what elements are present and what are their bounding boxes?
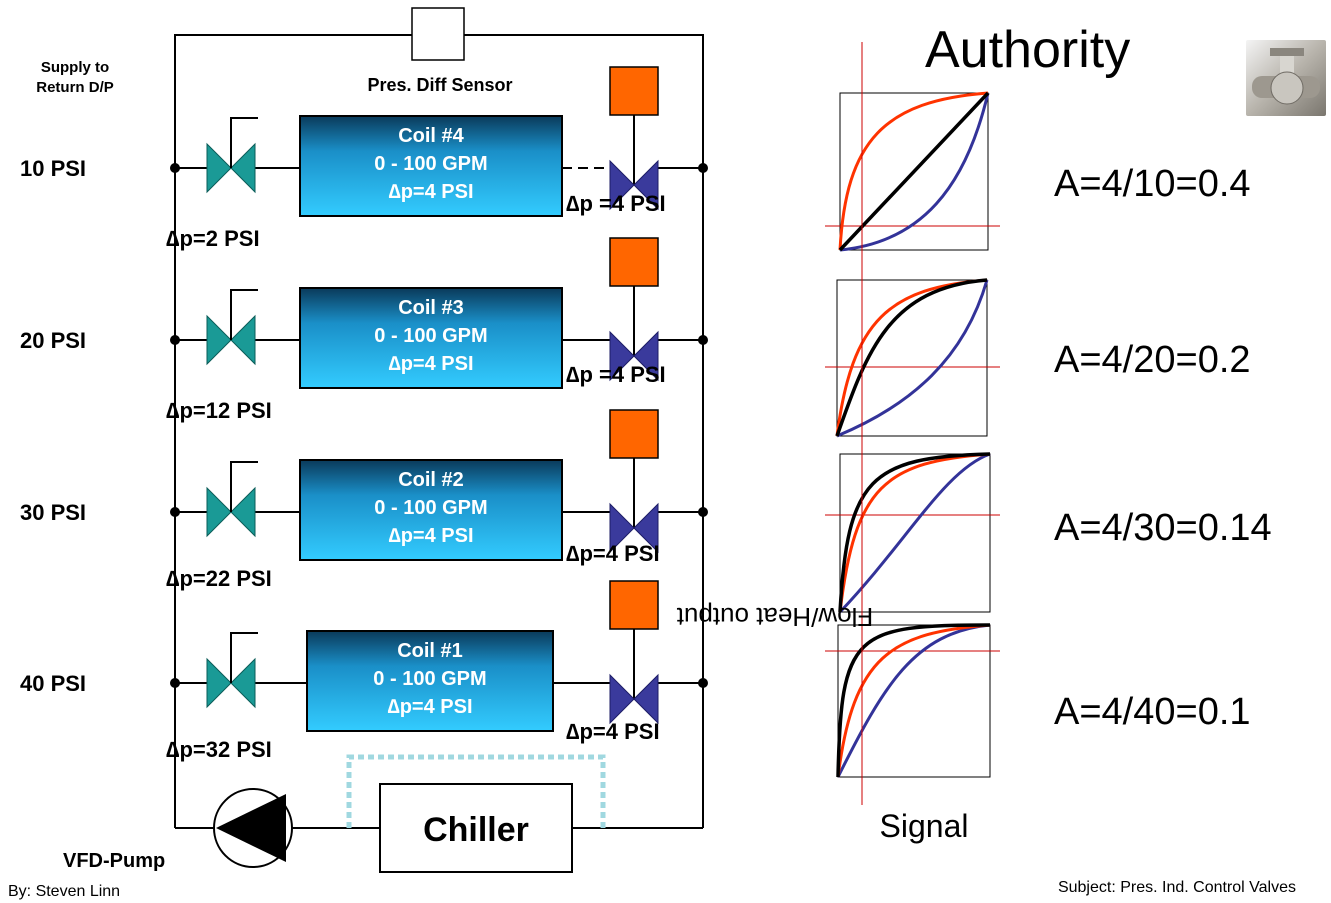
return-junction [698,163,708,173]
control-valve-icon[interactable] [609,237,659,382]
coil-flow: 0 - 100 GPM [373,668,486,690]
coil-dp: ∆p=4 PSI [388,181,473,203]
coil-name: Coil #3 [398,297,464,319]
valve-photo-icon [1246,40,1326,116]
authority-equation: A=4/30=0.14 [1054,507,1272,549]
balancing-valve-dp: ∆p=12 PSI [166,398,272,423]
control-valve-icon[interactable] [609,580,659,725]
supply-pressure-label: 10 PSI [20,156,86,181]
coil-dp: ∆p=4 PSI [388,525,473,547]
control-valve-icon[interactable] [609,66,659,211]
supply-junction [170,335,180,345]
chiller-unit[interactable]: Chiller [379,783,573,873]
control-valve-icon[interactable] [609,409,659,554]
supply-pressure-label: 40 PSI [20,671,86,696]
return-junction [698,678,708,688]
heat-output-curve [838,452,991,613]
two-way-valve-icon[interactable] [206,117,258,194]
authority-graph [825,278,1000,438]
pressure-sensor-label: Pres. Diff Sensor [367,75,512,95]
supply-junction [170,507,180,517]
supply-pressure-label: 20 PSI [20,328,86,353]
control-valve-dp: ∆p =4 PSI [566,362,666,387]
coil-block[interactable]: Coil #1 0 - 100 GPM ∆p=4 PSI [306,630,554,732]
authority-title: Authority [925,21,1130,79]
coil-name: Coil #1 [397,640,463,662]
balancing-valve-dp: ∆p=22 PSI [166,566,272,591]
branch-row: 40 PSI Coil #1 0 - 100 GPM ∆p=4 PSI ∆p=32 PS… [20,580,1251,762]
two-way-valve-icon[interactable] [206,461,258,538]
branch-row: 30 PSI Coil #2 0 - 100 GPM ∆p=4 PSI ∆p=22 PS… [20,409,1272,591]
actuator-icon[interactable] [609,66,659,116]
control-valve-dp: ∆p =4 PSI [566,191,666,216]
resultant-curve [835,278,988,437]
y-axis-label: Flow/Heat output [676,602,873,632]
coil-flow: 0 - 100 GPM [374,153,487,175]
actuator-icon[interactable] [609,237,659,287]
equal-percentage-curve [839,92,990,252]
equal-percentage-curve [838,452,991,614]
pump-label: VFD-Pump [63,850,165,872]
coil-flow: 0 - 100 GPM [374,497,487,519]
supply-return-label-line1: Supply to [41,59,109,76]
supply-return-label-line2: Return D/P [36,79,114,96]
heat-output-curve [836,623,991,778]
equal-percentage-curve [836,279,989,438]
coil-block[interactable]: Coil #2 0 - 100 GPM ∆p=4 PSI [299,459,563,561]
supply-junction [170,678,180,688]
authority-graph [825,91,1000,252]
two-way-valve-icon[interactable] [206,289,258,366]
authority-equation: A=4/40=0.1 [1054,691,1251,733]
authority-equation: A=4/10=0.4 [1054,163,1251,205]
supply-junction [170,163,180,173]
heat-output-curve [838,91,989,251]
coil-name: Coil #2 [398,469,464,491]
coil-dp: ∆p=4 PSI [388,353,473,375]
chiller-label: Chiller [423,811,529,849]
resultant-curve [836,623,991,778]
coil-block[interactable]: Coil #4 0 - 100 GPM ∆p=4 PSI [299,115,563,217]
coil-dp: ∆p=4 PSI [387,696,472,718]
return-junction [698,507,708,517]
balancing-valve-dp: ∆p=2 PSI [166,226,260,251]
subject-credit: Subject: Pres. Ind. Control Valves [1058,879,1296,896]
two-way-valve-icon[interactable] [206,632,258,709]
x-axis-label: Signal [880,808,969,844]
control-valve-dp: ∆p=4 PSI [566,541,660,566]
authority-graph [825,452,1000,614]
actuator-icon[interactable] [609,409,659,459]
supply-pressure-label: 30 PSI [20,500,86,525]
author-credit: By: Steven Linn [8,883,120,900]
coil-flow: 0 - 100 GPM [374,325,487,347]
authority-graph [825,623,1000,778]
branch-row: 20 PSI Coil #3 0 - 100 GPM ∆p=4 PSI ∆p=12 PS… [20,237,1251,423]
branch-row: 10 PSI Coil #4 0 - 100 GPM ∆p=4 PSI ∆p=2 PSI… [20,66,1251,251]
balancing-valve-dp: ∆p=32 PSI [166,737,272,762]
return-junction [698,335,708,345]
coil-block[interactable]: Coil #3 0 - 100 GPM ∆p=4 PSI [299,287,563,389]
control-valve-dp: ∆p=4 PSI [566,719,660,744]
pump-icon[interactable] [213,788,293,868]
authority-equation: A=4/20=0.2 [1054,339,1251,381]
resultant-curve [838,452,991,613]
resultant-curve [838,91,990,252]
chiller-dotted-loop [346,754,606,828]
pressure-diff-sensor-icon [411,7,465,61]
equal-percentage-curve [836,623,991,778]
actuator-icon[interactable] [609,580,659,630]
coil-name: Coil #4 [398,125,464,147]
